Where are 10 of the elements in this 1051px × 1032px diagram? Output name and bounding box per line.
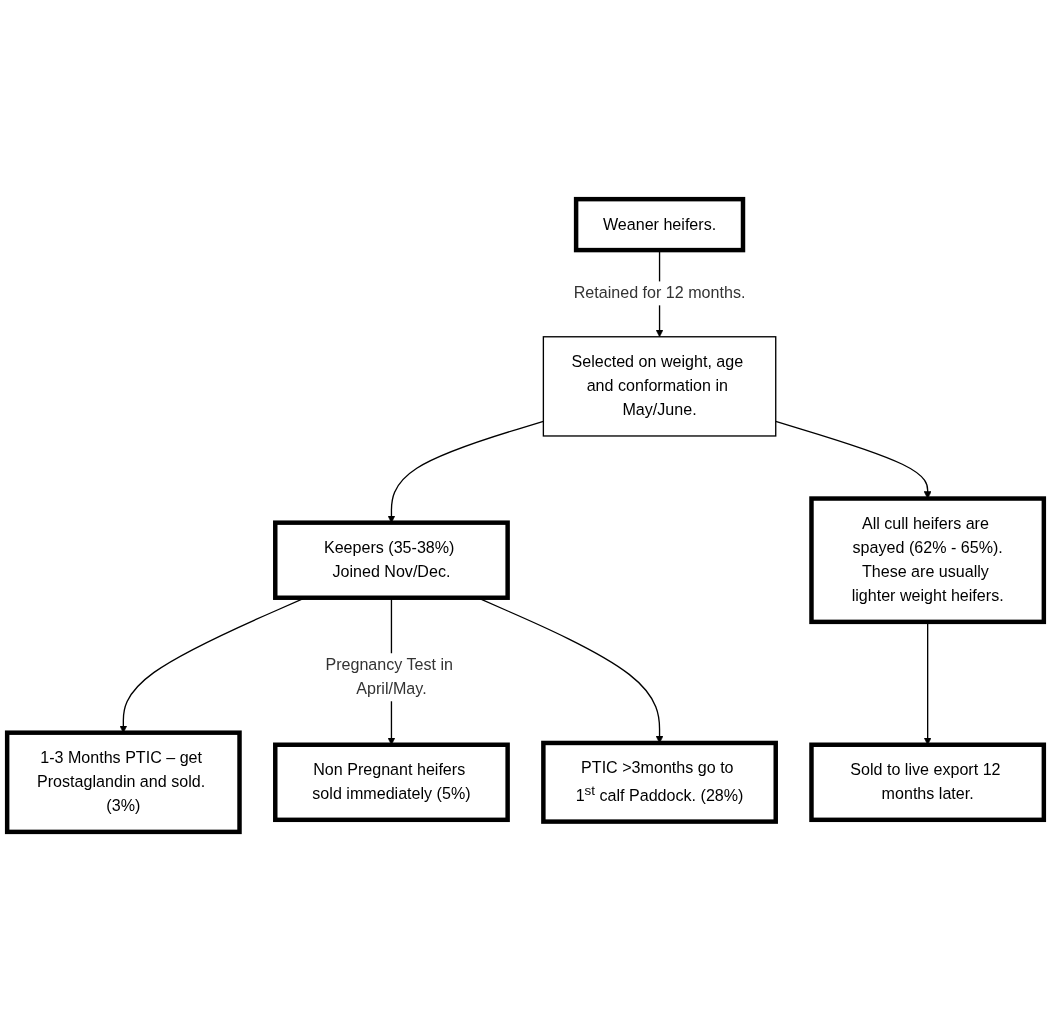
edge-label: Retained for 12 months. <box>573 284 746 303</box>
node-box: Selected on weight, age and conformation in May/June. <box>542 336 777 438</box>
node-box: Weaner heifers. <box>573 197 746 253</box>
node-box: Non Pregnant heifers sold immediately (5%) <box>273 743 510 823</box>
edge-label: Pregnancy Test in April/May. <box>325 656 453 699</box>
node-box: Sold to live export 12 months later. <box>809 743 1047 823</box>
node-box: All cull heifers are spayed (62% - 65%). These are usually lighter weight heifers. <box>809 496 1047 625</box>
node-box: 1-3 Months PTIC – get Prostaglandin and sold. (3%) <box>4 730 242 835</box>
node-box: Keepers (35-38%) Joined Nov/Dec. <box>273 520 510 601</box>
node-box: PTIC >3months go to 1$^{st}$ calf Paddock. (28%) <box>541 741 778 825</box>
